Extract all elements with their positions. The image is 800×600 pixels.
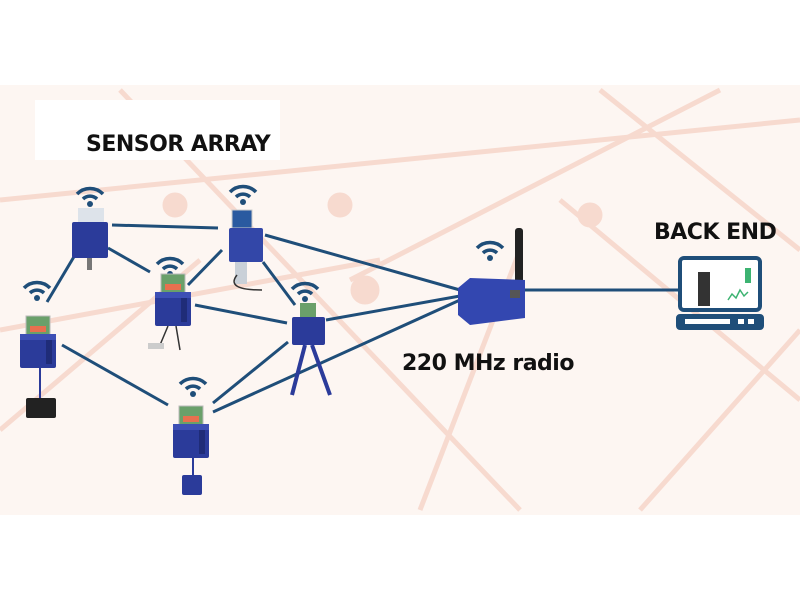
sensor-node-6 xyxy=(172,376,210,495)
sensor-node-2 xyxy=(228,184,263,291)
sensor-node-3 xyxy=(148,256,192,351)
sensor-node-5 xyxy=(290,281,332,396)
laptop-icon xyxy=(676,256,764,330)
title-backdrop xyxy=(35,100,280,160)
sensor-node-1 xyxy=(72,186,108,270)
back-end-label: BACK END xyxy=(654,220,777,245)
antenna xyxy=(515,228,523,283)
radio-label: 220 MHz radio xyxy=(402,351,574,376)
gateway-radio xyxy=(458,228,525,325)
links xyxy=(45,223,680,414)
sensor-array-label: SENSOR ARRAY xyxy=(86,132,271,157)
sensor-node-4 xyxy=(19,280,57,418)
